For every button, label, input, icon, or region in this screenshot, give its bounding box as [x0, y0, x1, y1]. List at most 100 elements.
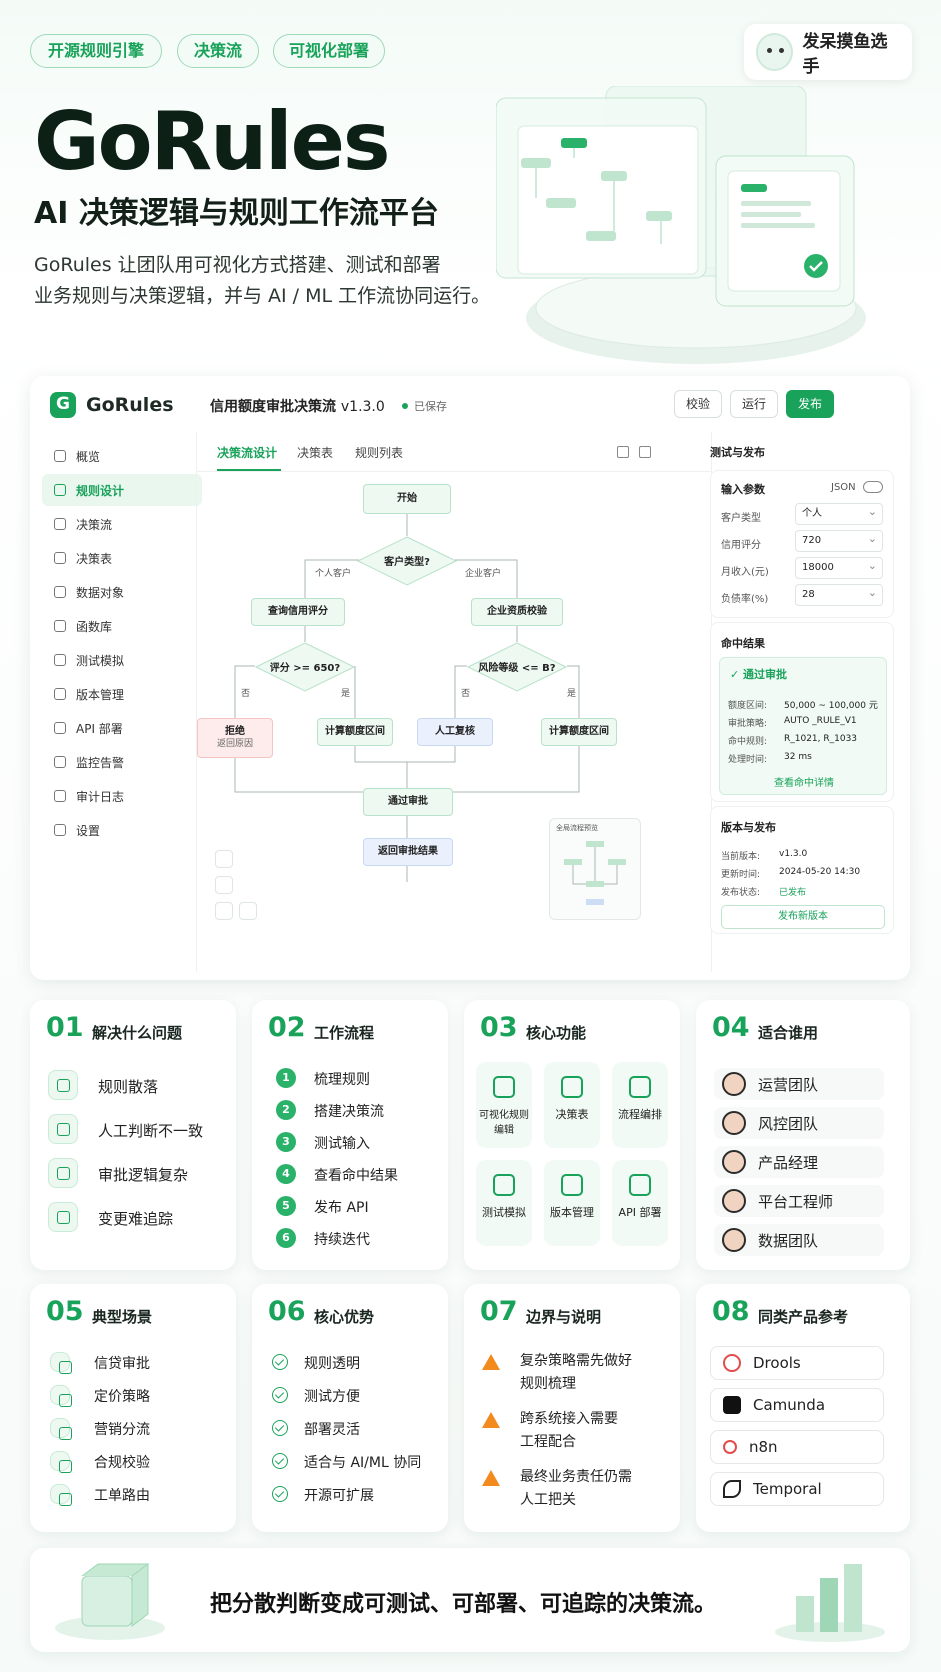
test-icon — [493, 1174, 515, 1196]
card-number: 07 — [480, 1296, 518, 1327]
credit-score-input[interactable]: 720 — [795, 529, 883, 552]
node-score-check-label: 评分 >= 650? — [269, 663, 341, 674]
sidebar-item-label: 监控告警 — [76, 755, 125, 770]
sidebar-item-monitoring[interactable]: 监控告警 — [42, 746, 202, 778]
boundary-line: 规则梳理 — [520, 1376, 576, 1392]
monthly-income-input[interactable]: 18000 — [795, 556, 883, 579]
sidebar-item-rule-design[interactable]: 规则设计 — [42, 474, 202, 506]
sidebar-item-decision-table[interactable]: 决策表 — [42, 542, 202, 574]
sidebar-item-functions[interactable]: 函数库 — [42, 610, 202, 642]
tab-flow-design[interactable]: 决策流设计 — [217, 446, 278, 460]
sidebar-item-settings[interactable]: 设置 — [42, 814, 202, 846]
advantage-item: 规则透明 — [304, 1356, 360, 1372]
publish-button[interactable]: 发布 — [786, 390, 834, 418]
card-title: 边界与说明 — [526, 1308, 602, 1326]
card-features: 03 核心功能 可视化规则编辑 决策表 流程编排 测试模拟 版本管理 API 部… — [464, 1000, 680, 1270]
scenario-item: 工单路由 — [94, 1488, 150, 1504]
node-risk-check[interactable]: 风险等级 <= B? — [467, 642, 567, 692]
check-icon — [272, 1486, 288, 1502]
problem-item: 审批逻辑复杂 — [98, 1166, 189, 1184]
hit-detail-link[interactable]: 查看命中详情 — [774, 778, 834, 789]
publish-status: 已发布 — [779, 888, 807, 898]
card-number: 08 — [712, 1296, 750, 1327]
node-score-check[interactable]: 评分 >= 650? — [255, 642, 355, 692]
camunda-icon — [723, 1396, 741, 1414]
node-customer-type[interactable]: 客户类型? — [357, 536, 457, 586]
flow-canvas[interactable]: 决策流设计 决策表 规则列表 — [196, 432, 712, 972]
clock-icon — [561, 1174, 583, 1196]
hero-illustration — [496, 86, 866, 364]
sidebar-item-decision-flow[interactable]: 决策流 — [42, 508, 202, 540]
sidebar-item-label: 版本管理 — [76, 687, 125, 702]
log-icon — [54, 790, 66, 802]
node-start[interactable]: 开始 — [363, 484, 451, 514]
alt-label: Camunda — [753, 1396, 826, 1414]
logo-text: GoRules — [86, 394, 174, 416]
node-manual-review[interactable]: 人工复核 — [417, 718, 493, 746]
node-check-company[interactable]: 企业资质校验 — [471, 598, 563, 626]
fit-view-icon[interactable] — [215, 902, 233, 920]
json-toggle[interactable] — [863, 481, 883, 493]
audience-item: 运营团队 — [714, 1068, 884, 1100]
page-description: GoRules 让团队用可视化方式搭建、测试和部署 业务规则与决策逻辑，并与 A… — [34, 250, 490, 312]
field-label: 客户类型 — [721, 513, 761, 524]
card-scenarios: 05 典型场景 信贷审批 定价策略 营销分流 合规校验 工单路由 — [30, 1284, 236, 1532]
publish-new-version-button[interactable]: 发布新版本 — [721, 905, 885, 929]
tag-visual-deploy: 可视化部署 — [273, 34, 385, 68]
step-number: 4 — [276, 1164, 296, 1184]
node-approved[interactable]: 通过审批 — [363, 788, 453, 816]
scenario-item: 营销分流 — [94, 1422, 150, 1438]
grid-icon[interactable] — [239, 902, 257, 920]
audience-item: 数据团队 — [714, 1224, 884, 1256]
flow-edges — [234, 514, 580, 882]
zoom-in-icon[interactable] — [215, 850, 233, 868]
feature-simulation: 测试模拟 — [476, 1160, 532, 1246]
sidebar-item-api[interactable]: API 部署 — [42, 712, 202, 744]
card-title: 核心优势 — [314, 1308, 375, 1326]
minimap[interactable]: 全局流程预览 — [549, 818, 641, 920]
drools-icon — [723, 1354, 741, 1372]
avatar — [722, 1189, 746, 1213]
check-icon — [272, 1387, 288, 1403]
desc-line-2: 业务规则与决策逻辑，并与 AI / ML 工作流协同运行。 — [34, 285, 491, 307]
node-check-credit[interactable]: 查询信用评分 — [251, 598, 345, 626]
sidebar-item-label: 规则设计 — [76, 483, 125, 498]
customer-type-select[interactable]: 个人 — [795, 502, 883, 525]
card-title: 解决什么问题 — [92, 1024, 183, 1042]
feature-label: 可视化规则编辑 — [479, 1110, 529, 1136]
sidebar-item-simulation[interactable]: 测试模拟 — [42, 644, 202, 676]
sidebar-item-overview[interactable]: 概览 — [42, 440, 202, 472]
edge-label-no: 否 — [461, 689, 471, 699]
node-risk-check-label: 风险等级 <= B? — [478, 663, 556, 674]
tab-rule-list[interactable]: 规则列表 — [355, 446, 404, 460]
cube-illustration — [55, 1563, 165, 1640]
validate-button[interactable]: 校验 — [674, 390, 722, 418]
tab-decision-table[interactable]: 决策表 — [297, 446, 334, 460]
banner-text: 把分散判断变成可测试、可部署、可追踪的决策流。 — [210, 1592, 717, 1617]
sidebar-item-data-objects[interactable]: 数据对象 — [42, 576, 202, 608]
sidebar-item-versions[interactable]: 版本管理 — [42, 678, 202, 710]
logo-icon — [50, 392, 76, 418]
node-return-result[interactable]: 返回审批结果 — [363, 838, 453, 866]
feature-versions: 版本管理 — [544, 1160, 600, 1246]
fullscreen-icon[interactable] — [639, 446, 651, 458]
node-calc-limit-2[interactable]: 计算额度区间 — [541, 718, 617, 746]
avatar — [722, 1111, 746, 1135]
sidebar: 概览 规则设计 决策流 决策表 数据对象 函数库 测试模拟 版本管理 API 部… — [42, 440, 202, 848]
ver-value: 2024-05-20 14:30 — [779, 867, 861, 877]
card-number: 02 — [268, 1012, 306, 1043]
ticket-icon — [50, 1484, 72, 1506]
zoom-out-icon[interactable] — [215, 876, 233, 894]
flow-version: v1.3.0 — [340, 399, 385, 415]
expand-icon[interactable] — [617, 446, 629, 458]
send-icon — [50, 1418, 72, 1440]
temporal-icon — [723, 1480, 741, 1498]
scenario-item: 信贷审批 — [94, 1356, 150, 1372]
sidebar-item-audit[interactable]: 审计日志 — [42, 780, 202, 812]
node-calc-limit[interactable]: 计算额度区间 — [317, 718, 393, 746]
run-button[interactable]: 运行 — [730, 390, 778, 418]
debt-ratio-input[interactable]: 28 — [795, 583, 883, 606]
json-label: JSON — [831, 482, 856, 493]
desc-line-1: GoRules 让团队用可视化方式搭建、测试和部署 — [34, 254, 441, 276]
node-reject[interactable]: 拒绝返回原因 — [197, 718, 273, 758]
